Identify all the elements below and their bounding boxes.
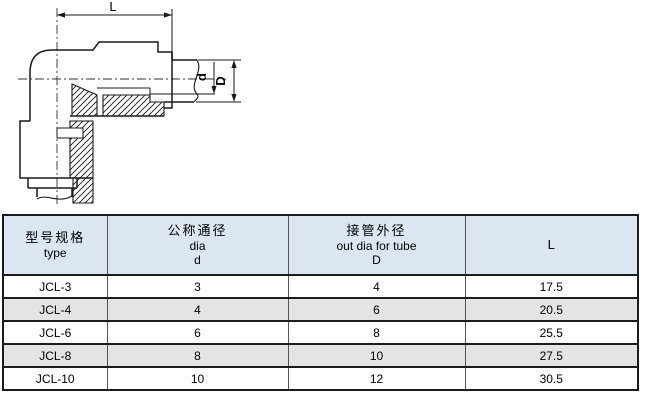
cell-D: 12 bbox=[287, 366, 466, 391]
table-row: JCL-3 3 4 17.5 bbox=[2, 274, 639, 299]
table-row: JCL-8 8 10 27.5 bbox=[2, 343, 639, 368]
cell-d: 4 bbox=[106, 297, 289, 322]
cell-d: 8 bbox=[106, 343, 289, 368]
cell-L: 27.5 bbox=[464, 343, 639, 368]
header-type-en: type bbox=[43, 246, 67, 260]
cell-D: 10 bbox=[287, 343, 466, 368]
cell-D: 6 bbox=[287, 297, 466, 322]
section-hatching bbox=[69, 83, 165, 204]
header-cell-L: L bbox=[464, 214, 639, 276]
header-outdia-zh: 接管外径 bbox=[346, 223, 407, 238]
cell-D: 8 bbox=[287, 320, 466, 345]
header-dia-zh: 公称通径 bbox=[167, 223, 228, 238]
table-row: JCL-4 4 6 20.5 bbox=[2, 297, 639, 322]
dim-label-d: d bbox=[194, 73, 209, 81]
header-type-zh: 型号规格 bbox=[25, 230, 86, 245]
cell-L: 25.5 bbox=[464, 320, 639, 345]
table-row: JCL-10 10 12 30.5 bbox=[2, 366, 639, 391]
table-row: JCL-6 6 8 25.5 bbox=[2, 320, 639, 345]
dim-label-D: D bbox=[213, 76, 228, 85]
dimension-d bbox=[211, 62, 217, 94]
header-outdia-en: out dia for tube bbox=[336, 239, 417, 253]
elbow-fitting-diagram: L bbox=[18, 0, 241, 206]
cell-type: JCL-10 bbox=[2, 366, 108, 391]
cell-type: JCL-3 bbox=[2, 274, 108, 299]
cell-d: 3 bbox=[106, 274, 289, 299]
cell-type: JCL-8 bbox=[2, 343, 108, 368]
cell-d: 10 bbox=[106, 366, 289, 391]
cell-L: 20.5 bbox=[464, 297, 639, 322]
cell-L: 17.5 bbox=[464, 274, 639, 299]
cell-type: JCL-6 bbox=[2, 320, 108, 345]
header-cell-type: 型号规格 type bbox=[2, 214, 108, 276]
center-lines bbox=[18, 8, 226, 206]
header-L-symbol: L bbox=[547, 237, 555, 252]
dim-label-L: L bbox=[109, 0, 116, 14]
dimension-L bbox=[57, 9, 173, 56]
header-outdia-symbol: D bbox=[372, 253, 381, 267]
header-dia-symbol: d bbox=[194, 253, 201, 267]
cell-type: JCL-4 bbox=[2, 297, 108, 322]
cell-d: 6 bbox=[106, 320, 289, 345]
body-outline bbox=[19, 41, 215, 200]
nut-internal-step bbox=[56, 127, 84, 139]
spec-table: 型号规格 type 公称通径 dia d 接管外径 out dia for tu… bbox=[2, 214, 639, 391]
dimension-D bbox=[196, 59, 241, 103]
header-cell-outdia: 接管外径 out dia for tube D bbox=[287, 214, 466, 276]
table-header-row: 型号规格 type 公称通径 dia d 接管外径 out dia for tu… bbox=[2, 214, 639, 276]
cell-D: 4 bbox=[287, 274, 466, 299]
header-dia-en: dia bbox=[189, 239, 206, 253]
header-cell-dia: 公称通径 dia d bbox=[106, 214, 289, 276]
cell-L: 30.5 bbox=[464, 366, 639, 391]
